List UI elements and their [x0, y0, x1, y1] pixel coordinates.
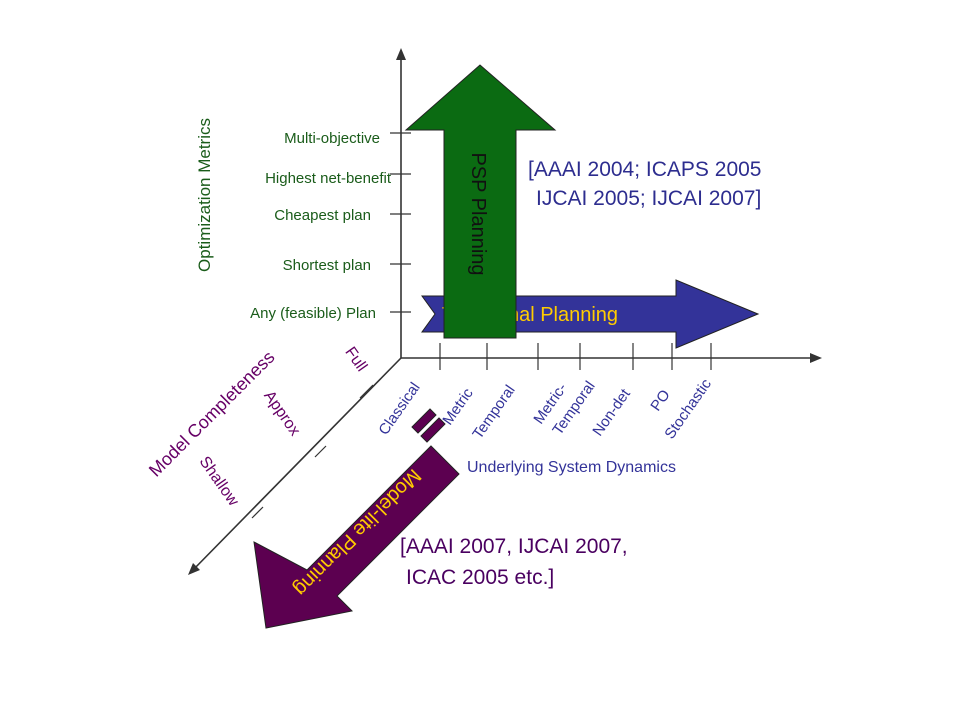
y-axis-ticks [390, 132, 411, 313]
citation-bottom: [AAAI 2007, IJCAI 2007, ICAC 2005 etc.] [400, 535, 628, 589]
z-tick-label: Approx [260, 388, 303, 439]
citation-top-line-2: IJCAI 2005; IJCAI 2007] [536, 187, 761, 210]
z-tick [314, 445, 327, 458]
model-lite-arrow-stripe [411, 408, 437, 434]
x-tick-label: Non-det [589, 385, 634, 439]
x-axis-arrowhead [810, 353, 822, 363]
z-axis-ticks [251, 384, 374, 519]
x-tick-label: Temporal [469, 382, 518, 442]
citation-bottom-line-2: ICAC 2005 etc.] [406, 566, 554, 589]
y-axis-arrowhead [396, 48, 406, 60]
model-lite-planning-arrow: Model-lite Planning [253, 408, 460, 629]
axes [188, 48, 822, 575]
x-axis-ticks [439, 343, 712, 370]
z-tick-label: Full [341, 344, 370, 375]
y-axis-labels: Multi-objective Highest net-benefit Chea… [250, 130, 392, 322]
y-tick-label: Multi-objective [284, 130, 380, 147]
z-tick [251, 506, 264, 519]
z-axis-line [191, 357, 402, 572]
z-axis-labels: Full Approx Shallow [196, 344, 370, 510]
citation-top-line-1: [AAAI 2004; ICAPS 2005 [528, 158, 761, 181]
y-tick-label: Shortest plan [283, 257, 371, 274]
z-axis-arrowhead [188, 563, 200, 575]
model-lite-arrow-label: Model-lite Planning [289, 464, 425, 600]
model-lite-arrow-stripe [420, 417, 446, 443]
y-tick-label: Cheapest plan [274, 207, 371, 224]
citation-top: [AAAI 2004; ICAPS 2005 IJCAI 2005; IJCAI… [528, 158, 761, 210]
model-lite-arrow-body [253, 445, 460, 629]
x-tick-label: Metric [439, 385, 477, 429]
x-axis-title: Underlying System Dynamics [467, 459, 676, 476]
psp-arrow-label: PSP Planning [467, 152, 489, 275]
x-tick-label: PO [647, 387, 673, 415]
z-tick-label: Shallow [196, 454, 242, 510]
x-tick-label: Stochastic [661, 375, 715, 442]
y-tick-label: Any (feasible) Plan [250, 305, 376, 322]
citation-bottom-line-1: [AAAI 2007, IJCAI 2007, [400, 535, 628, 558]
psp-arrow-body [404, 64, 557, 339]
z-tick [359, 384, 374, 399]
psp-planning-arrow: PSP Planning [404, 64, 557, 339]
y-tick-label: Highest net-benefit [265, 170, 392, 187]
y-axis-title: Optimization Metrics [195, 118, 214, 272]
